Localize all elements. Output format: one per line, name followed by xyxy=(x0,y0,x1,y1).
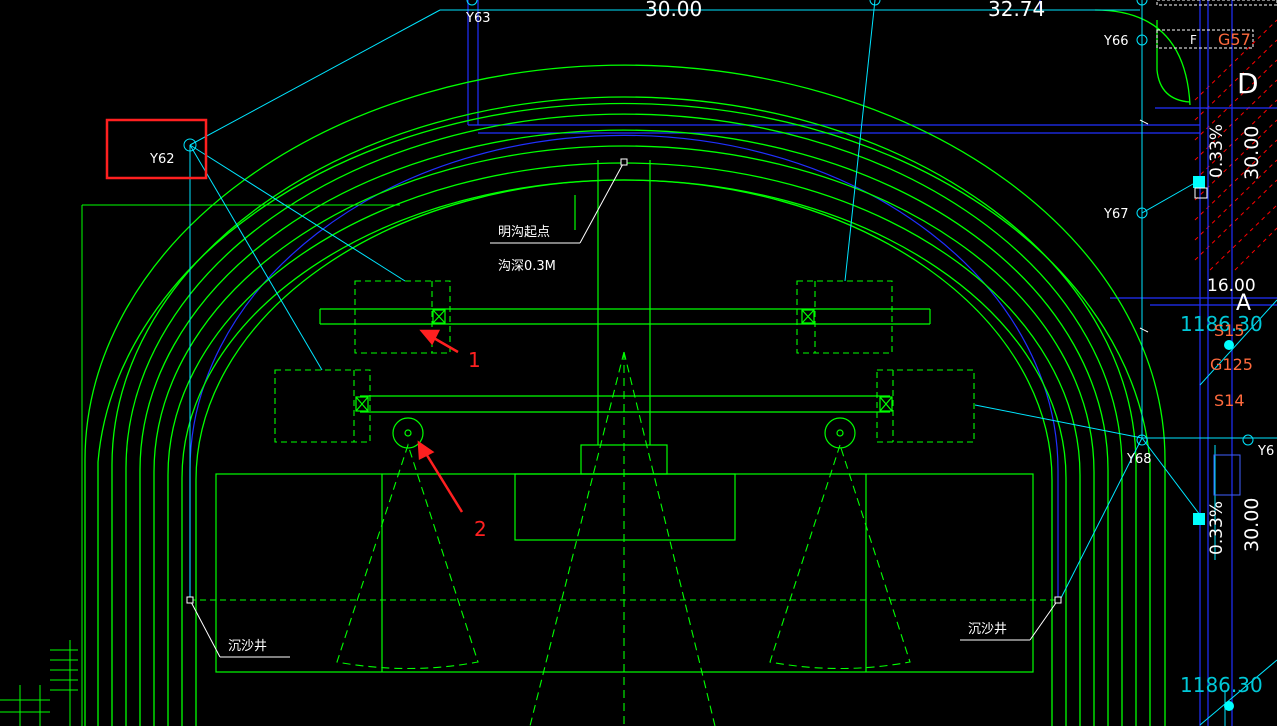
road-edge xyxy=(1094,9,1191,106)
callout-arrows xyxy=(417,329,464,513)
node-label-y67: Y67 xyxy=(1103,207,1128,222)
elevation-lower: 1186.30 xyxy=(1180,673,1263,697)
pipe-tag-s14: S14 xyxy=(1214,391,1245,410)
node-label-y66: Y66 xyxy=(1103,34,1128,49)
legend-code: F xyxy=(1190,33,1197,47)
slope-upper: 0.33% xyxy=(1207,124,1227,178)
slope-markers xyxy=(1193,176,1241,711)
pipe-tag-s15: S15 xyxy=(1214,321,1245,340)
ditch-depth-label: 沟深0.3M xyxy=(498,259,556,274)
sand-well-left-label: 沉沙井 xyxy=(228,639,267,654)
manholes xyxy=(392,417,856,449)
section-letter-d: D xyxy=(1237,67,1259,100)
node-label-y63: Y63 xyxy=(465,11,490,26)
callout-1: 1 xyxy=(468,348,481,372)
hatch-area xyxy=(1194,19,1277,271)
elevation-upper: 1186.30 xyxy=(1180,312,1263,336)
node-label-y62: Y62 xyxy=(149,152,174,167)
dimension-top-b: 32.74 xyxy=(988,0,1045,21)
pipe-tag-g125: G125 xyxy=(1210,355,1253,374)
section-letter-a: A xyxy=(1236,291,1251,316)
dimension-top-a: 30.00 xyxy=(645,0,702,21)
leaders xyxy=(186,119,1149,658)
sand-well-right-label: 沉沙井 xyxy=(968,622,1007,637)
left-strip xyxy=(0,204,400,726)
slope-lower: 0.33% xyxy=(1207,501,1227,555)
highlight-y62-box[interactable] xyxy=(105,118,208,180)
valve-symbols xyxy=(355,309,893,412)
ditch-start-label: 明沟起点 xyxy=(498,225,550,240)
legend-value: G57 xyxy=(1218,30,1251,49)
dashed-cones xyxy=(336,351,911,726)
dimension-right-vertical-b: 30.00 xyxy=(1241,498,1263,552)
node-label-y68: Y68 xyxy=(1126,452,1151,467)
interior-structure xyxy=(215,160,1034,673)
legend-box xyxy=(1156,0,1277,49)
callout-2: 2 xyxy=(474,517,487,541)
blue-grid xyxy=(189,0,1277,726)
node-label-y6x: Y6 xyxy=(1257,444,1274,459)
cyan-lines xyxy=(183,0,1277,726)
dimension-right-horizontal: 16.00 xyxy=(1207,276,1256,296)
arch-bands xyxy=(84,64,1166,726)
dimension-right-vertical-a: 30.00 xyxy=(1241,126,1263,180)
